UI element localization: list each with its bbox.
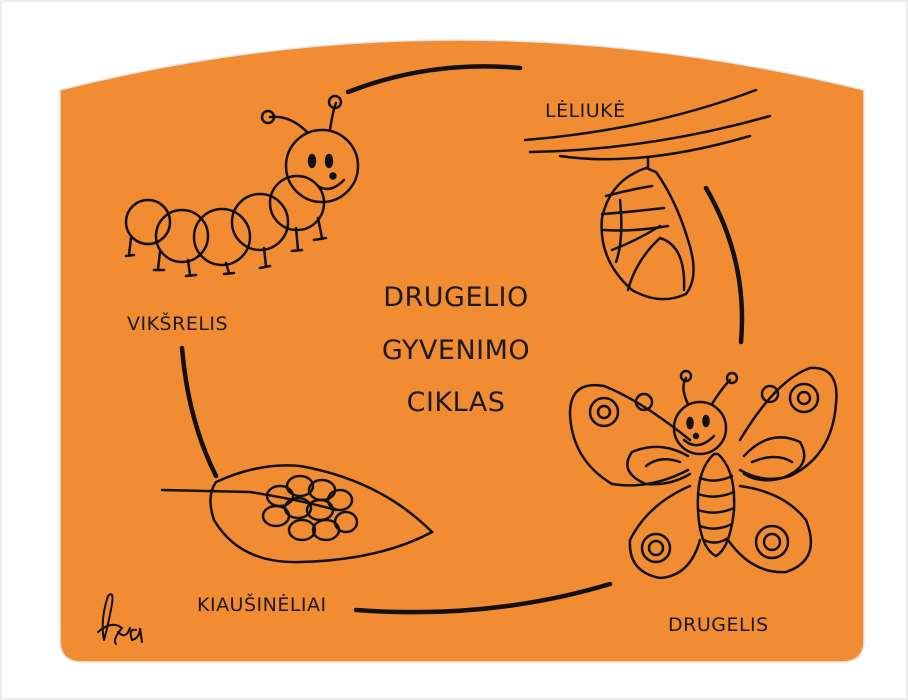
caterpillar-icon: [124, 94, 360, 278]
stage-label-eggs: KIAUŠINĖLIAI: [197, 594, 327, 616]
stage-label-caterpillar: VIKŠRELIS: [127, 313, 229, 335]
chrysalis-icon: [523, 88, 772, 301]
signature-icon: [97, 593, 143, 645]
diagram-title-line-3: CIKLAS: [406, 387, 506, 418]
cycle-arrow-right: [703, 185, 745, 345]
cycle-arrow-left: [179, 345, 219, 479]
stage-label-butterfly: DRUGELIS: [668, 614, 769, 636]
cycle-arrow-bottom: [353, 581, 613, 615]
orange-board: [59, 39, 865, 663]
stage-label-pupa: LĖLIUKĖ: [545, 100, 626, 122]
cycle-arrow-top: [345, 64, 523, 95]
butterfly-icon: [568, 366, 838, 580]
eggs-on-leaf-icon: [160, 464, 435, 564]
diagram-title-line-1: DRUGELIO: [383, 282, 529, 313]
diagram-title-line-2: GYVENIMO: [381, 335, 531, 366]
